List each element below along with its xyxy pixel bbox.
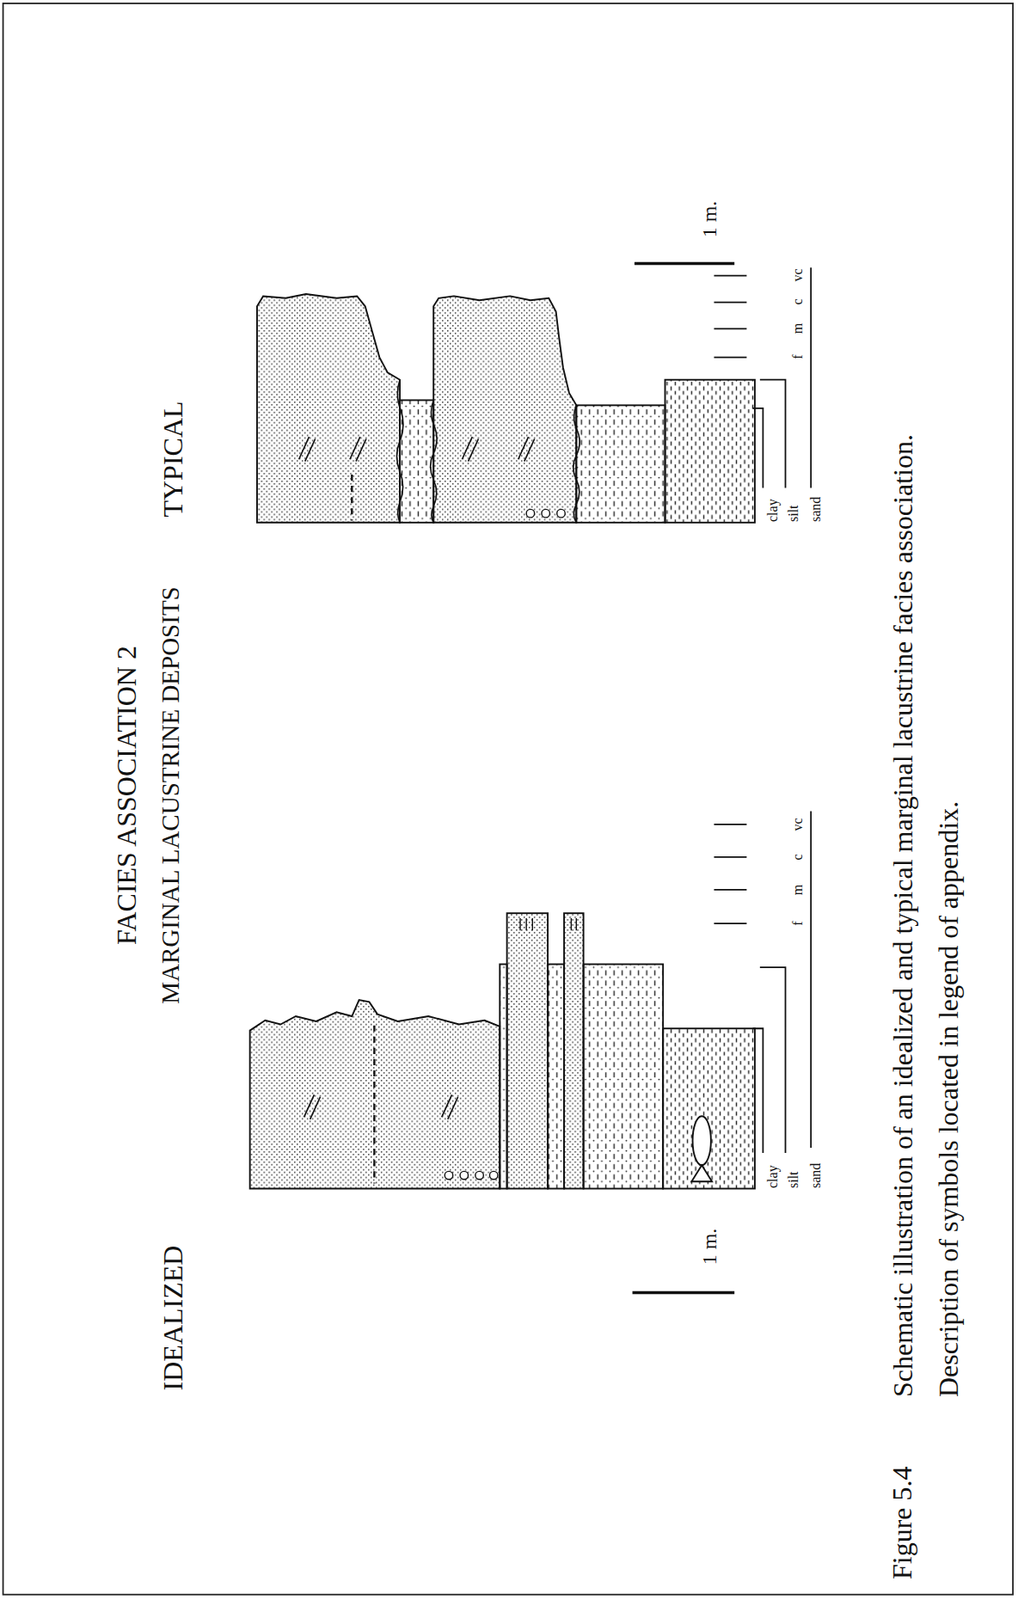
- grain-size-label: m: [790, 323, 806, 334]
- scale-label: 1 m.: [698, 201, 721, 239]
- grain-size-label: silt: [785, 1171, 802, 1189]
- subtitle: MARGINAL LACUSTRINE DEPOSITS: [157, 586, 185, 1005]
- grain-size-label: m: [790, 884, 806, 896]
- title: FACIES ASSOCIATION 2: [111, 645, 142, 945]
- grain-size-label: c: [790, 298, 806, 305]
- grain-size-label: clay: [765, 498, 781, 522]
- grain-size-label: sand: [808, 1163, 824, 1189]
- page-frame: [3, 3, 1014, 1595]
- grain-size-label: vc: [790, 268, 806, 282]
- column-heading: IDEALIZED: [158, 1245, 189, 1392]
- grain-size-label: silt: [785, 504, 802, 522]
- grain-size-label: f: [790, 920, 806, 926]
- typical-log: [257, 263, 811, 522]
- figure-caption: Schematic illustration of an idealized a…: [880, 305, 972, 1398]
- column-heading: TYPICAL: [158, 400, 189, 517]
- grain-size-label: f: [790, 354, 806, 359]
- grain-size-label: clay: [765, 1165, 781, 1189]
- idealized-log: [250, 811, 812, 1294]
- scale-label: 1 m.: [698, 1228, 721, 1266]
- figure-number: Figure 5.4: [887, 1465, 918, 1580]
- grain-size-label: c: [790, 853, 806, 860]
- grain-size-label: vc: [790, 817, 806, 831]
- grain-size-label: sand: [808, 496, 824, 522]
